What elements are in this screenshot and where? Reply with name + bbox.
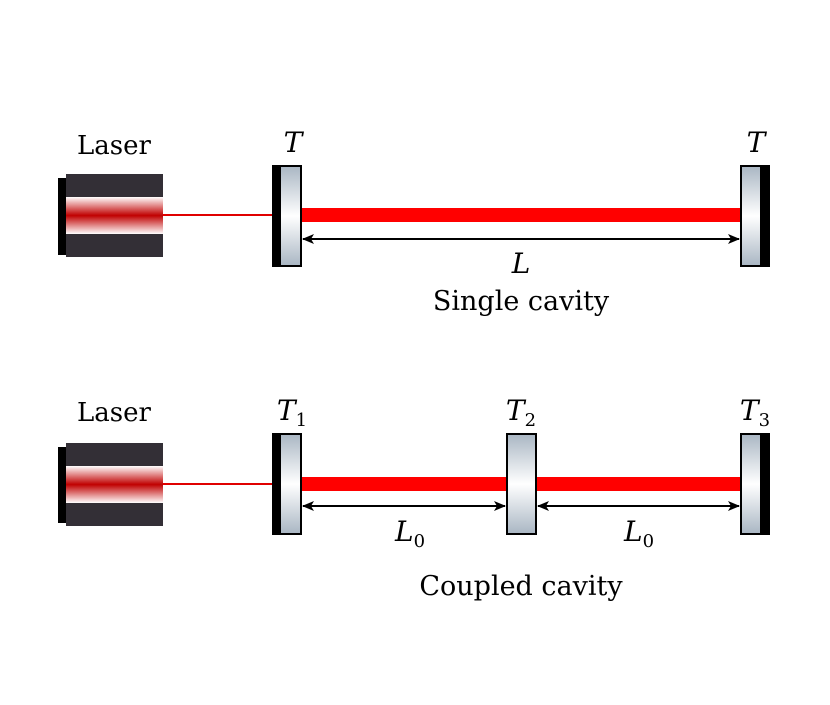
length-label: L (511, 247, 531, 280)
length-2-label: L0 (623, 515, 654, 552)
mirror-left-label: T (284, 126, 305, 159)
mirror-3 (740, 433, 770, 535)
cavity-beam-2 (535, 477, 742, 491)
laser-source (58, 443, 163, 526)
mirror-1 (272, 433, 302, 535)
cavity-beam-1 (300, 477, 510, 491)
coupled-cavity: Laser T1 T2 T3 L0 L0 Coupled cavity (58, 394, 770, 602)
single-cavity-caption: Single cavity (433, 286, 610, 317)
mirror-3-label: T3 (740, 394, 770, 431)
single-cavity: Laser T T L Single cavity (58, 126, 770, 317)
laser-source (58, 174, 163, 257)
mirror-right-label: T (747, 126, 768, 159)
mirror-left (272, 165, 302, 267)
mirror-2-label: T2 (506, 394, 536, 431)
mirror-1-label: T1 (277, 394, 307, 431)
cavity-beam (300, 208, 742, 222)
mirror-right (740, 165, 770, 267)
mirror-2 (506, 433, 537, 535)
laser-label: Laser (77, 398, 151, 428)
coupled-cavity-caption: Coupled cavity (419, 571, 623, 602)
laser-label: Laser (77, 131, 151, 161)
length-1-label: L0 (394, 515, 425, 552)
